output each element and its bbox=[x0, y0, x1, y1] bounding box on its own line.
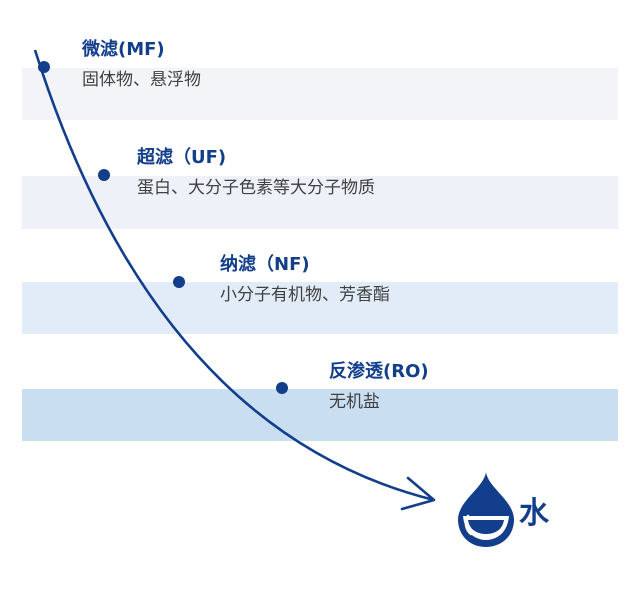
stage-description: 无机盐 bbox=[329, 392, 380, 412]
stage-nanofiltration: 纳滤（NF) 小分子有机物、芳香酯 bbox=[220, 253, 390, 307]
stage-band-mf bbox=[22, 68, 618, 120]
stage-marker-uf bbox=[98, 169, 110, 181]
stage-description: 蛋白、大分子色素等大分子物质 bbox=[137, 178, 375, 198]
stage-band-uf bbox=[22, 176, 618, 229]
stage-marker-nf bbox=[173, 276, 185, 288]
stage-reverse-osmosis: 反渗透(RO) 无机盐 bbox=[329, 360, 429, 414]
stage-ultrafiltration: 超滤（UF) 蛋白、大分子色素等大分子物质 bbox=[137, 146, 375, 200]
stage-title: 纳滤（NF) bbox=[220, 254, 310, 275]
stage-marker-mf bbox=[38, 61, 50, 73]
stage-title: 反渗透(RO) bbox=[329, 361, 429, 382]
stage-microfiltration: 微滤(MF) 固体物、悬浮物 bbox=[82, 38, 201, 92]
stage-band-ro bbox=[22, 389, 618, 441]
stage-description: 小分子有机物、芳香酯 bbox=[220, 285, 390, 305]
stage-title: 超滤（UF) bbox=[137, 147, 227, 168]
stage-band-nf bbox=[22, 282, 618, 334]
stage-marker-ro bbox=[276, 382, 288, 394]
stage-description: 固体物、悬浮物 bbox=[82, 70, 201, 90]
water-drop-icon bbox=[457, 472, 515, 547]
water-label: 水 bbox=[519, 496, 549, 531]
flow-arrowhead-icon bbox=[400, 476, 436, 511]
stage-title: 微滤(MF) bbox=[82, 39, 165, 60]
flow-curve bbox=[33, 49, 435, 502]
